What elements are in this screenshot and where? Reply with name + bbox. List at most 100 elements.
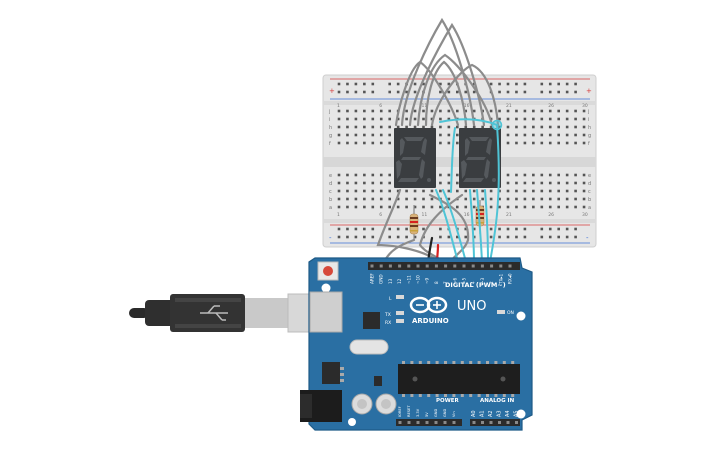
breadboard-hole[interactable] — [439, 125, 442, 129]
wire-teal[interactable] — [484, 189, 489, 263]
breadboard-hole[interactable] — [337, 173, 341, 177]
breadboard-hole[interactable] — [574, 133, 577, 137]
breadboard-hole[interactable] — [532, 181, 535, 185]
breadboard-hole[interactable] — [388, 205, 391, 209]
breadboard-hole[interactable] — [515, 173, 518, 177]
breadboard-hole[interactable] — [388, 189, 391, 193]
rail-hole[interactable] — [337, 90, 341, 94]
breadboard-hole[interactable] — [523, 205, 527, 209]
breadboard-hole[interactable] — [548, 133, 552, 137]
rail-hole[interactable] — [405, 235, 408, 239]
rail-hole[interactable] — [557, 90, 560, 94]
rail-hole[interactable] — [489, 82, 493, 86]
breadboard-hole[interactable] — [498, 125, 501, 129]
breadboard-hole[interactable] — [337, 117, 341, 121]
digital-header[interactable] — [368, 262, 520, 270]
breadboard-hole[interactable] — [337, 141, 341, 145]
breadboard-hole[interactable] — [422, 109, 425, 113]
rail-hole[interactable] — [371, 82, 375, 86]
breadboard-hole[interactable] — [337, 197, 341, 201]
breadboard-hole[interactable] — [396, 205, 400, 209]
breadboard-hole[interactable] — [413, 109, 417, 113]
breadboard-hole[interactable] — [506, 141, 510, 145]
breadboard-hole[interactable] — [337, 109, 341, 113]
wire-gray[interactable] — [424, 60, 468, 127]
breadboard-hole[interactable] — [388, 141, 391, 145]
breadboard-hole[interactable] — [506, 205, 510, 209]
breadboard-hole[interactable] — [557, 197, 560, 201]
rail-hole[interactable] — [523, 227, 527, 231]
wire-teal[interactable] — [489, 124, 500, 263]
breadboard-hole[interactable] — [582, 197, 586, 201]
rail-hole[interactable] — [405, 90, 408, 94]
breadboard-hole[interactable] — [413, 125, 417, 129]
breadboard-hole[interactable] — [379, 125, 383, 129]
breadboard-hole[interactable] — [472, 205, 476, 209]
analog-pin[interactable] — [506, 421, 510, 424]
breadboard-hole[interactable] — [574, 181, 577, 185]
breadboard-hole[interactable] — [354, 181, 358, 185]
breadboard-hole[interactable] — [582, 141, 586, 145]
breadboard-hole[interactable] — [464, 205, 468, 209]
breadboard-hole[interactable] — [489, 197, 493, 201]
digital-pin[interactable] — [416, 264, 420, 268]
rail-hole[interactable] — [498, 227, 501, 231]
breadboard-hole[interactable] — [574, 125, 577, 129]
breadboard-hole[interactable] — [447, 189, 451, 193]
rail-hole[interactable] — [346, 82, 349, 86]
analog-pin[interactable] — [498, 421, 501, 424]
rail-hole[interactable] — [489, 235, 493, 239]
analog-pin[interactable] — [489, 421, 493, 424]
wire-gray[interactable] — [400, 17, 476, 127]
power-pin[interactable] — [407, 421, 411, 424]
breadboard-hole[interactable] — [379, 141, 383, 145]
breadboard-hole[interactable] — [574, 197, 577, 201]
breadboard-hole[interactable] — [464, 109, 468, 113]
breadboard-hole[interactable] — [548, 197, 552, 201]
breadboard-hole[interactable] — [456, 141, 459, 145]
breadboard-hole[interactable] — [430, 109, 434, 113]
rail-hole[interactable] — [439, 235, 442, 239]
rail-hole[interactable] — [422, 82, 425, 86]
breadboard-hole[interactable] — [439, 181, 442, 185]
breadboard-hole[interactable] — [439, 109, 442, 113]
rail-hole[interactable] — [472, 90, 476, 94]
rail-hole[interactable] — [506, 227, 510, 231]
breadboard-hole[interactable] — [337, 205, 341, 209]
digital-pin[interactable] — [499, 264, 503, 268]
rail-hole[interactable] — [363, 235, 366, 239]
breadboard-hole[interactable] — [565, 205, 569, 209]
breadboard-hole[interactable] — [379, 189, 383, 193]
rail-hole[interactable] — [557, 235, 560, 239]
breadboard-hole[interactable] — [557, 181, 560, 185]
breadboard-hole[interactable] — [371, 125, 375, 129]
breadboard-hole[interactable] — [388, 125, 391, 129]
breadboard-hole[interactable] — [532, 205, 535, 209]
rail-hole[interactable] — [515, 235, 518, 239]
rail-hole[interactable] — [422, 227, 425, 231]
breadboard-hole[interactable] — [422, 197, 425, 201]
breadboard-hole[interactable] — [388, 173, 391, 177]
breadboard-hole[interactable] — [371, 205, 375, 209]
breadboard-hole[interactable] — [548, 125, 552, 129]
breadboard-hole[interactable] — [498, 197, 501, 201]
breadboard-hole[interactable] — [447, 173, 451, 177]
breadboard-hole[interactable] — [447, 181, 451, 185]
breadboard-hole[interactable] — [456, 189, 459, 193]
rail-hole[interactable] — [363, 227, 366, 231]
analog-pin[interactable] — [472, 421, 476, 424]
breadboard-hole[interactable] — [371, 197, 375, 201]
digital-pin[interactable] — [407, 264, 411, 268]
breadboard-hole[interactable] — [430, 117, 434, 121]
breadboard-hole[interactable] — [396, 125, 400, 129]
breadboard-hole[interactable] — [540, 141, 544, 145]
rail-hole[interactable] — [464, 90, 468, 94]
rail-hole[interactable] — [515, 82, 518, 86]
breadboard-hole[interactable] — [388, 181, 391, 185]
breadboard-hole[interactable] — [371, 173, 375, 177]
breadboard-hole[interactable] — [405, 205, 408, 209]
breadboard-hole[interactable] — [346, 205, 349, 209]
rail-hole[interactable] — [540, 235, 544, 239]
breadboard-hole[interactable] — [548, 117, 552, 121]
breadboard-hole[interactable] — [354, 197, 358, 201]
